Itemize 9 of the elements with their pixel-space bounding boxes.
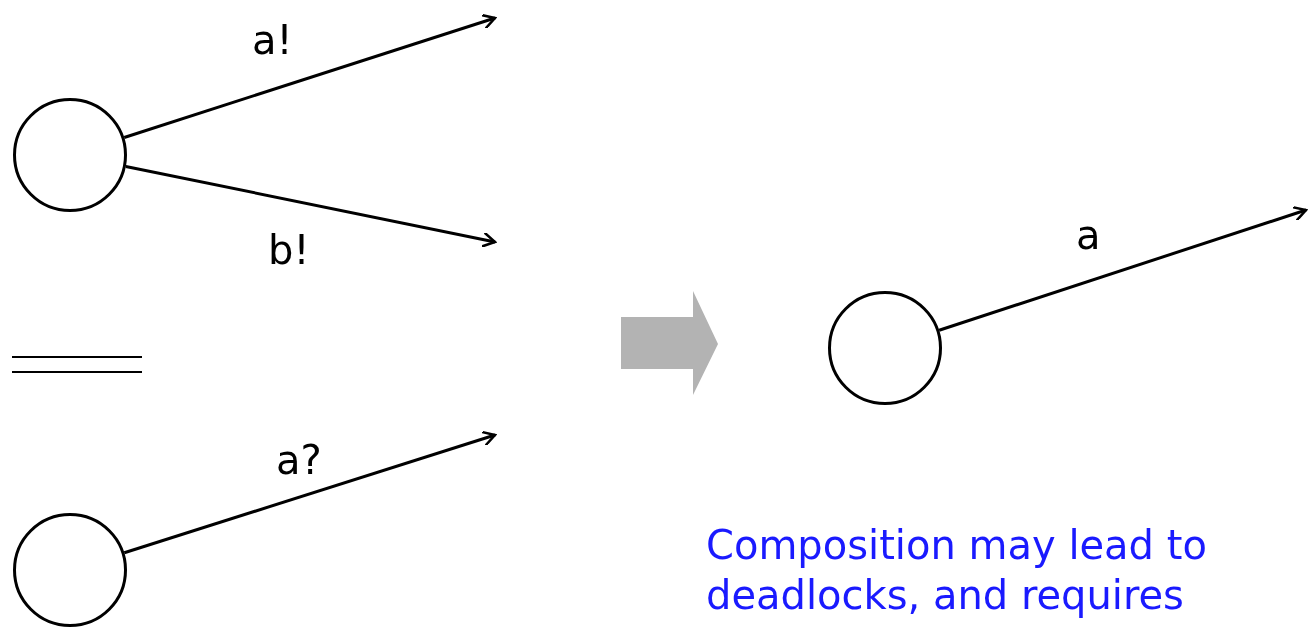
edge-label: a?	[276, 438, 322, 482]
note-text: Composition may lead to deadlocks, and requires	[706, 521, 1208, 620]
arrow	[123, 430, 497, 555]
arrow	[938, 205, 1308, 332]
arrow	[123, 13, 497, 139]
arrow	[125, 164, 497, 248]
edge-label: a	[1076, 213, 1101, 257]
edge-label: a!	[252, 18, 293, 62]
edge-label: b!	[268, 228, 310, 272]
